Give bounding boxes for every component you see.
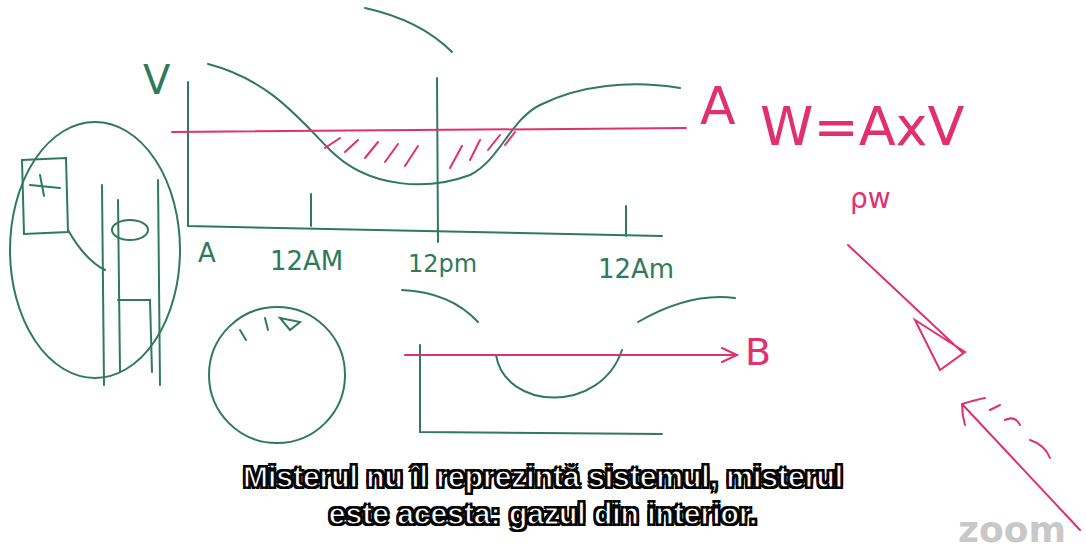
time-label: 12pm <box>408 252 477 276</box>
second-curve <box>496 350 622 398</box>
axis-label: B <box>745 333 771 371</box>
second-axes <box>420 345 662 434</box>
axis-label: V <box>143 60 170 100</box>
sphere <box>209 307 345 443</box>
second-curve <box>638 297 735 322</box>
hatching <box>325 132 515 168</box>
link-line <box>68 230 105 270</box>
watermark: zoom <box>958 512 1066 548</box>
reference-line <box>172 128 686 132</box>
subtitle: Misterul nu îl reprezintă sistemul, mist… <box>223 458 863 532</box>
small-box <box>22 158 68 234</box>
area-label: A <box>700 80 736 132</box>
tank-sketch <box>102 180 160 385</box>
tick <box>310 194 312 226</box>
down-arrow <box>848 245 965 370</box>
box-scribble <box>30 175 60 196</box>
tick <box>625 206 627 236</box>
second-curve <box>402 290 478 322</box>
volume-curve <box>208 64 680 184</box>
arc-stroke <box>365 8 452 52</box>
formula: W=AxV <box>760 100 964 154</box>
up-arrow <box>962 398 1080 530</box>
time-label: 12Am <box>598 256 674 282</box>
graph-axes <box>188 82 662 236</box>
time-label: 12AM <box>270 248 343 274</box>
reference-line <box>405 348 737 362</box>
axis-label: A <box>198 240 216 266</box>
sphere-mark <box>240 318 300 340</box>
noon-line <box>437 78 438 242</box>
scribble <box>990 405 1050 458</box>
density-label: ρw <box>850 185 891 213</box>
enlarged-view <box>10 122 180 378</box>
tank-cap <box>112 220 148 240</box>
